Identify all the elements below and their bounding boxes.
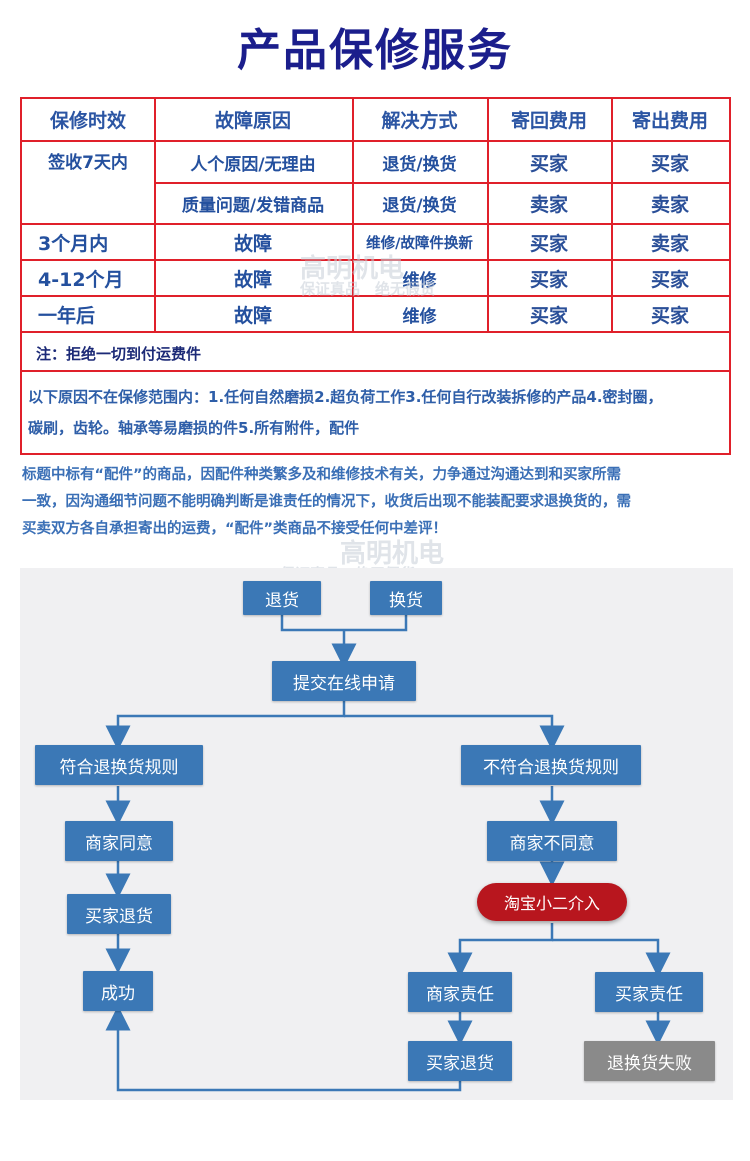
page-title: 产品保修服务 [237, 25, 513, 76]
cell-reason: 人个原因/无理由 [190, 154, 316, 175]
cell-period: 签收7天内 [48, 153, 128, 173]
header-send-fee: 寄出费用 [631, 110, 708, 132]
header-period: 保修时效 [49, 110, 126, 132]
cell-send-fee: 卖家 [650, 194, 689, 216]
cell-solution: 维修 [402, 306, 437, 327]
return-flowchart: 退货 换货 提交在线申请 符合退换货规则 不符合退换货规则 商家同意 商家不同意… [20, 568, 733, 1100]
buyer-return-box: 买家退货 [67, 894, 171, 934]
merchant-agree-box: 商家同意 [65, 821, 173, 861]
cell-return-fee: 买家 [529, 232, 568, 255]
cell-period: 一年后 [38, 304, 96, 327]
submit-application-box: 提交在线申请 [272, 661, 416, 701]
watermark-brand: 高明机电 [300, 254, 405, 284]
header-solution: 解决方式 [381, 110, 458, 132]
success-box: 成功 [83, 971, 153, 1011]
parts-notice-line-2: 一致，因沟通细节问题不能明确判断是谁责任的情况下，收货后出现不能装配要求退换货的… [22, 494, 631, 510]
parts-notice-line-3: 买卖双方各自承担寄出的运费，“配件”类商品不接受任何中差评！ [22, 521, 448, 537]
cell-period: 4-12个月 [38, 268, 124, 291]
table-note: 注：拒绝一切到付运费件 [36, 345, 202, 363]
cell-reason: 故障 [233, 268, 272, 291]
merchant-fault-box: 商家责任 [408, 972, 512, 1012]
cell-return-fee: 买家 [529, 152, 568, 175]
cell-send-fee: 买家 [650, 152, 689, 175]
buyer-return-box: 买家退货 [408, 1041, 512, 1081]
cell-period: 3个月内 [38, 232, 109, 255]
merchant-disagree-box: 商家不同意 [487, 821, 617, 861]
cell-return-fee: 卖家 [529, 194, 568, 216]
noncompliant-box: 不符合退换货规则 [461, 745, 641, 785]
warranty-table: 保修时效 故障原因 解决方式 寄回费用 寄出费用 签收7天内 人个原因/无理由 … [20, 97, 731, 455]
buyer-fault-box: 买家责任 [595, 972, 703, 1012]
cell-send-fee: 买家 [650, 304, 689, 327]
exclusion-line-1: 以下原因不在保修范围内：1.任何自然磨损2.超负荷工作3.任何自行改装拆修的产品… [28, 388, 663, 406]
exchange-failed-box: 退换货失败 [584, 1041, 715, 1081]
exchange-box: 换货 [370, 581, 442, 615]
cell-send-fee: 买家 [650, 268, 689, 291]
cell-reason: 质量问题/发错商品 [181, 196, 325, 216]
cell-reason: 故障 [233, 304, 272, 327]
cell-solution: 维修/故障件换新 [366, 235, 473, 252]
parts-notice: 标题中标有“配件”的商品，因配件种类繁多及和维修技术有关，力争通过沟通达到和买家… [22, 462, 738, 543]
header-return-fee: 寄回费用 [510, 110, 587, 132]
exclusion-line-2: 碳刷，齿轮。轴承等易磨损的件5.所有附件，配件 [28, 419, 360, 437]
header-reason: 故障原因 [214, 110, 291, 132]
cell-solution: 退货/换货 [382, 196, 457, 216]
cell-send-fee: 卖家 [650, 232, 689, 255]
cell-return-fee: 买家 [529, 304, 568, 327]
return-box: 退货 [243, 581, 321, 615]
cell-reason: 故障 [233, 232, 272, 255]
cell-solution: 维修 [402, 270, 437, 291]
flowchart-connectors [105, 613, 671, 1092]
compliant-box: 符合退换货规则 [35, 745, 203, 785]
watermark-brand: 高明机电 [340, 539, 445, 569]
parts-notice-line-1: 标题中标有“配件”的商品，因配件种类繁多及和维修技术有关，力争通过沟通达到和买家… [22, 467, 622, 483]
cell-solution: 退货/换货 [382, 154, 457, 175]
watermark-slogan: 保证真品 绝无假货 [300, 280, 436, 298]
cell-return-fee: 买家 [529, 268, 568, 291]
taobao-intervention-pill: 淘宝小二介入 [477, 883, 627, 921]
